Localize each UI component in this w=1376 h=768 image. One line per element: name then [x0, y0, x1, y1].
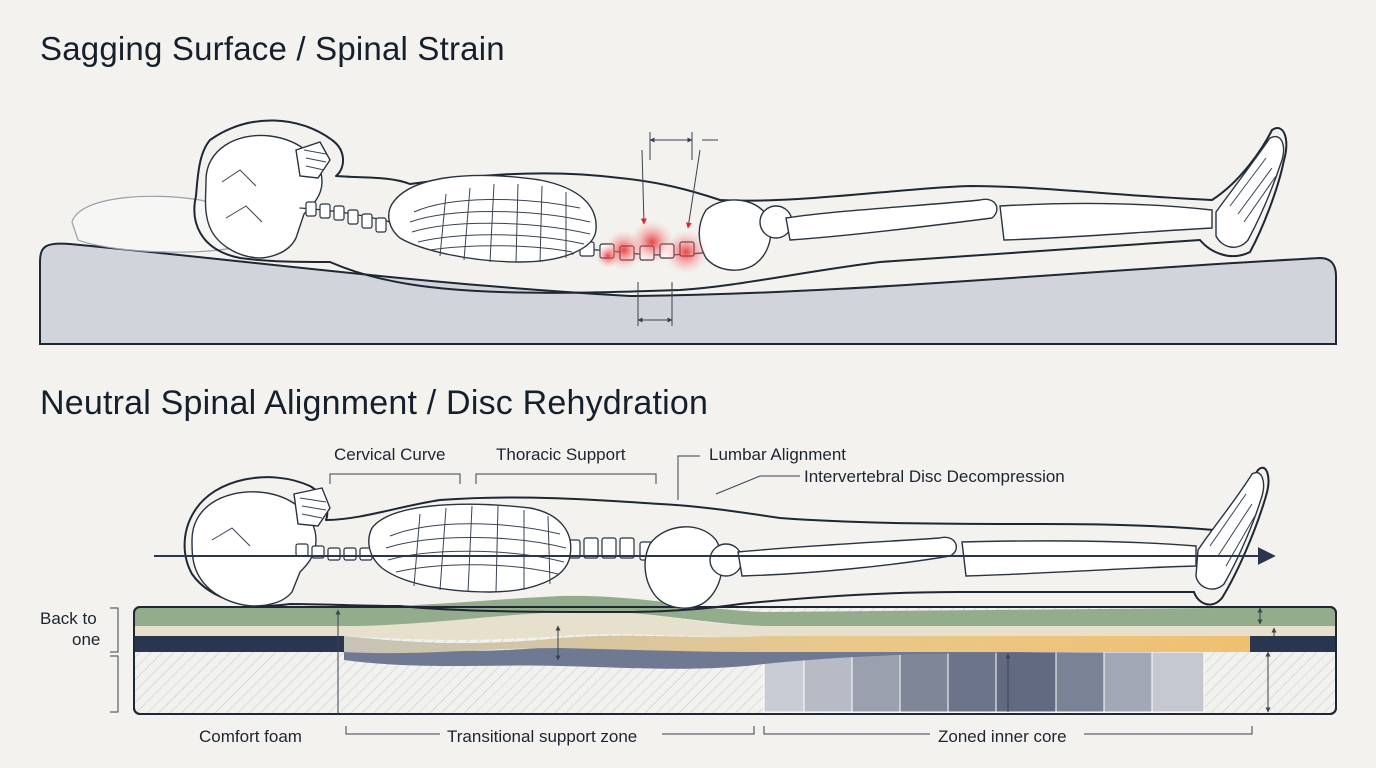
skull-icon — [204, 134, 331, 259]
thoracic-support-label: Thoracic Support — [496, 445, 626, 464]
aligned-body — [183, 466, 1270, 613]
side-label-line1: Back to — [40, 609, 97, 628]
lumbar-alignment-label: Lumbar Alignment — [709, 445, 846, 464]
foot-icon — [1215, 135, 1285, 248]
sagging-body — [193, 119, 1288, 294]
zoned-core-label: Zoned inner core — [938, 727, 1067, 746]
comfort-foam-label: Comfort foam — [199, 727, 302, 746]
pelvis-icon-2 — [644, 526, 743, 609]
skull-icon-2 — [191, 487, 331, 607]
side-label-line2: one — [72, 630, 100, 649]
ribcage-icon — [388, 174, 597, 263]
callout-brackets — [329, 455, 800, 500]
foot-icon-2 — [1195, 471, 1265, 590]
cervical-curve-label: Cervical Curve — [334, 445, 445, 464]
pelvis-icon — [698, 199, 793, 271]
layer-measurements — [335, 607, 1277, 714]
disc-decompression-label: Intervertebral Disc Decompression — [804, 467, 1065, 486]
compression-markers — [637, 132, 718, 326]
side-bracket — [110, 607, 119, 713]
bottom-panel-title: Neutral Spinal Alignment / Disc Rehydrat… — [40, 384, 709, 422]
ribcage-icon-2 — [368, 503, 572, 593]
strain-point-icon — [596, 220, 708, 274]
zone-brackets — [345, 726, 1253, 735]
top-panel-title: Sagging Surface / Spinal Strain — [40, 30, 505, 67]
transitional-zone-label: Transitional support zone — [447, 727, 637, 746]
layered-mattress — [133, 595, 1337, 715]
spine-aligned — [295, 537, 655, 561]
